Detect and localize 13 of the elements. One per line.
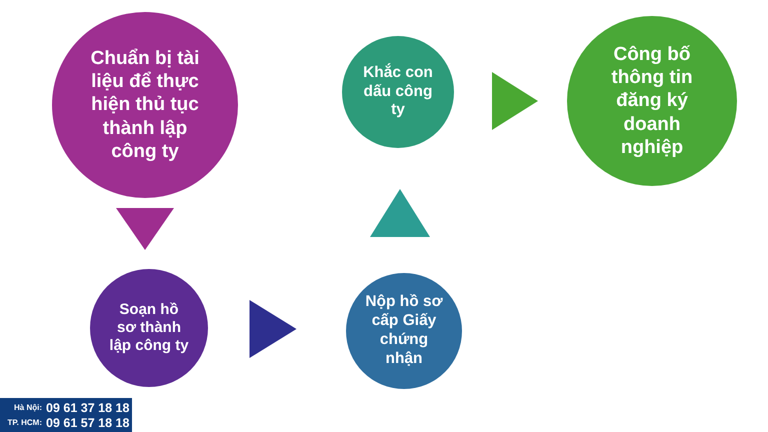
city-label: TP. HCM: (7, 418, 43, 427)
arrow (492, 72, 538, 130)
step-text: Chuẩn bị tài liệu để thực hiện thủ tục thành lập công ty (90, 47, 200, 163)
city-label: Hà Nội: (14, 403, 43, 412)
step-text: Công bố thông tin đăng ký doanh nghiệp (610, 43, 694, 159)
arrow (116, 208, 174, 250)
step-text: Soạn hồ sơ thành lập công ty (109, 300, 189, 356)
step-text: Khắc con dấu công ty (362, 64, 434, 120)
step-text: Nộp hồ sơ cấp Giấy chứng nhận (364, 293, 444, 369)
phone-number: 09 61 37 18 18 (46, 400, 130, 414)
arrow (250, 300, 296, 358)
phone-number: 09 61 57 18 18 (46, 416, 130, 430)
arrow (370, 189, 430, 237)
